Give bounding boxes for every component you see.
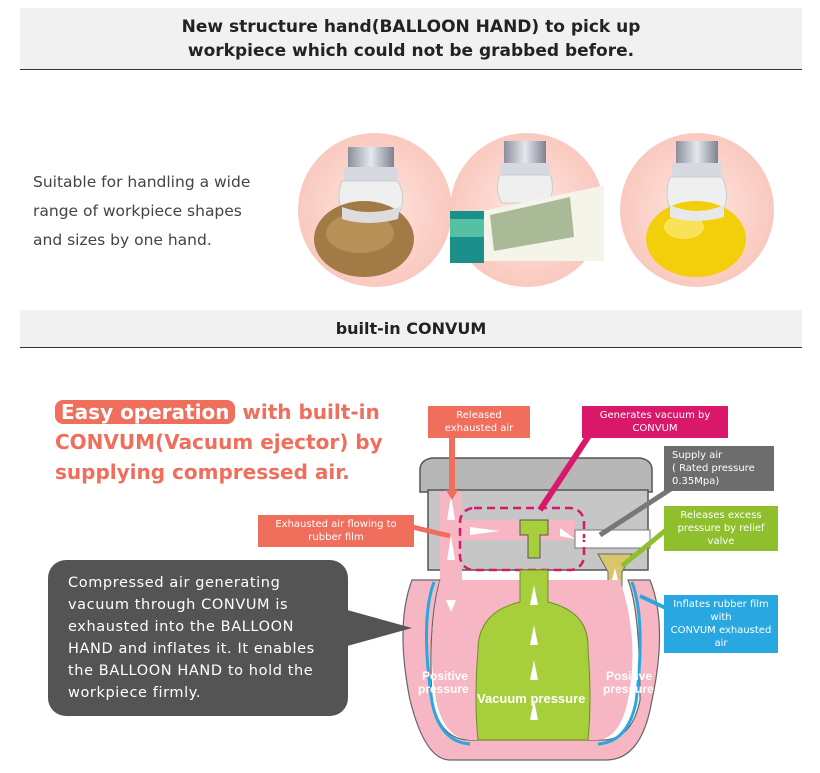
explanation-bubble: Compressed air generating vacuum through… [48,560,348,716]
tag-releases-excess: Releases excess pressure by relief valve [664,506,778,551]
arrow-icon [447,496,455,520]
vacuum-pressure-label: Vacuum pressure [477,691,585,706]
potato-image [298,133,452,287]
arrow-icon [530,625,538,645]
headline: Easy operation with built-in CONVUM(Vacu… [55,397,415,487]
leader-exhausted [407,523,451,539]
bubble-pointer [340,608,412,648]
intro-text: Suitable for handling a wide range of wo… [33,168,283,255]
tag-exhausted-text: Exhausted air flowing to rubber film [275,519,397,543]
bubble-line-1: Compressed air generating [68,575,281,591]
bubble-line-6: workpiece firmly. [68,685,202,701]
arrow-icon [530,660,538,680]
section-banner: built-in CONVUM [20,310,802,348]
headline-rest-1: with built-in [235,400,380,424]
tag-releases-line-2: pressure by relief valve [677,523,765,547]
lemon-image [620,133,774,287]
bubble-line-4: HAND and inflates it. It enables [68,641,315,657]
supply-channel [574,529,651,549]
headline-line-3: supplying compressed air. [55,460,350,484]
bubble-line-3: exhausted into the BALLOON [68,619,295,635]
arrow-icon [560,528,575,539]
film-outline-right [597,581,642,746]
tube-image [450,133,604,287]
body-top [419,457,653,493]
header-line-1: New structure hand(BALLOON HAND) to pick… [181,17,641,37]
intro-line-1: Suitable for handling a wide [33,173,251,191]
arrow-icon [530,585,538,605]
easy-operation-pill: Easy operation [55,400,236,424]
tag-released-exhausted-air: Released exhausted air [428,406,530,438]
positive-pressure-left-1: Positive [422,669,468,683]
tag-released-text: Released exhausted air [444,410,514,434]
arrow-icon [470,527,500,535]
intro-line-2: range of workpiece shapes [33,202,242,220]
bubble-line-2: vacuum through CONVUM is [68,597,289,613]
tag-inflates-line-1: Inflates rubber film with [673,599,769,623]
tag-inflates-rubber-film: Inflates rubber film with CONVUM exhaust… [664,595,778,653]
air-flow-arrows [446,496,618,720]
tag-generates-text: Generates vacuum by CONVUM [599,410,711,434]
header-banner: New structure hand(BALLOON HAND) to pick… [20,8,802,70]
tag-releases-line-1: Releases excess [680,510,762,521]
section-title: built-in CONVUM [335,319,487,338]
nozzle [519,519,549,559]
header-line-2: workpiece which could not be grabbed bef… [187,41,635,61]
arrow-icon [530,700,538,720]
tag-supply-air: Supply air ( Rated pressure 0.35Mpa) [664,446,774,491]
film-outline-left [425,581,471,746]
tag-generates-vacuum: Generates vacuum by CONVUM [582,406,728,438]
leader-relief [620,528,668,568]
tag-inflates-line-2: CONVUM exhausted air [670,625,772,649]
arrow-icon [612,568,618,580]
tag-exhausted-air-flowing: Exhausted air flowing to rubber film [258,515,414,547]
positive-pressure-right-2: pressure [603,682,654,696]
positive-pressure-left-2: pressure [418,682,469,696]
intro-line-3: and sizes by one hand. [33,231,212,249]
vacuum-area [475,569,591,741]
arrow-icon [447,536,455,560]
positive-pressure-right-1: Positive [606,669,652,683]
headline-line-2: CONVUM(Vacuum ejector) by [55,430,383,454]
bubble-line-5: the BALLOON HAND to hold the [68,663,314,679]
arrow-icon [446,600,456,612]
tag-supply-line-1: Supply air [672,450,723,461]
tag-supply-line-2: ( Rated pressure 0.35Mpa) [672,463,755,487]
leader-vacuum [537,426,597,512]
arrow-icon [580,535,600,543]
